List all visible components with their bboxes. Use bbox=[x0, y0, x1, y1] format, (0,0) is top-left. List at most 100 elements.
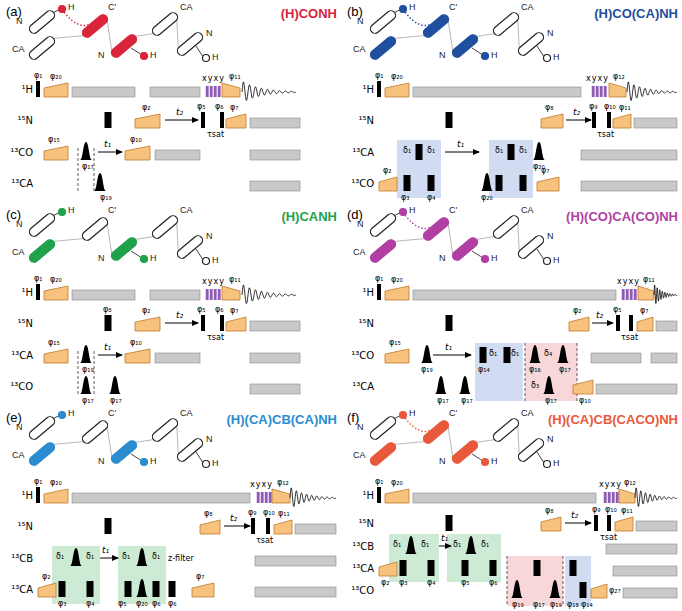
residue-bar bbox=[517, 234, 546, 260]
phase-label: δ₁ bbox=[56, 552, 64, 561]
atom-label: H bbox=[491, 50, 498, 60]
atom-label: C' bbox=[108, 2, 116, 12]
phase-label: φ₁₇ bbox=[82, 162, 94, 171]
decoupling-block bbox=[72, 493, 250, 503]
timing-line bbox=[78, 148, 79, 192]
channel-label: ¹³CO bbox=[10, 381, 33, 392]
phase-label: φ₁₅ bbox=[48, 338, 60, 347]
sequence-title: (H)CONH bbox=[281, 6, 337, 21]
atom-label: N bbox=[206, 28, 213, 38]
xyxy-pulse bbox=[269, 492, 272, 503]
atom-label: H bbox=[491, 253, 498, 263]
pulse-180 bbox=[428, 560, 435, 576]
phase-label: φ₁ bbox=[34, 274, 42, 283]
backbone-link bbox=[477, 34, 495, 37]
phase-label: φ₁₁ bbox=[278, 509, 290, 518]
pulse-180 bbox=[446, 515, 453, 531]
pulse-180 bbox=[504, 347, 511, 363]
residue-bar bbox=[151, 214, 180, 240]
xyxy-pulse bbox=[257, 492, 260, 503]
sequence-title: (H)CO(CA)NH bbox=[594, 6, 678, 21]
cp-ramp bbox=[226, 114, 246, 128]
phase-label: φ₃ bbox=[58, 599, 66, 608]
decoupling-block bbox=[72, 87, 135, 97]
cp-ramp bbox=[38, 583, 56, 597]
cp-ramp bbox=[637, 317, 653, 331]
bond bbox=[196, 452, 203, 462]
cp-ramp bbox=[222, 83, 240, 97]
transfer-block bbox=[447, 534, 501, 582]
atom-label: C' bbox=[108, 205, 116, 215]
residue-bar bbox=[28, 415, 57, 441]
residue-bar bbox=[176, 437, 205, 463]
decoupling-block bbox=[155, 353, 200, 363]
phase-label: φ₁₇ bbox=[461, 396, 473, 405]
decoupling-block bbox=[250, 150, 300, 160]
backbone-link bbox=[107, 16, 113, 55]
pulse-180 bbox=[416, 144, 423, 160]
backbone-link bbox=[136, 237, 154, 240]
phase-label: φ₈ bbox=[545, 103, 553, 112]
phase-label: δ₁ bbox=[403, 146, 411, 155]
atom-label: H bbox=[212, 52, 219, 62]
shaped-pulse bbox=[70, 548, 82, 566]
phase-label: φ₁ bbox=[375, 274, 383, 283]
phase-label: δ₁ bbox=[453, 540, 461, 549]
bond bbox=[472, 454, 482, 460]
shaped-pulse bbox=[459, 376, 471, 394]
evolution-arrow bbox=[439, 546, 451, 547]
atom-label: H bbox=[212, 255, 219, 265]
phase-label: φ₂₇ bbox=[609, 586, 621, 595]
atom-label: C' bbox=[108, 408, 116, 418]
decoupling-block bbox=[606, 544, 677, 554]
transfer-path bbox=[405, 215, 431, 229]
phase-label: φ₁₄ bbox=[478, 365, 490, 374]
cartoon-layer bbox=[28, 6, 551, 468]
channel-label: ¹³CA bbox=[352, 381, 374, 392]
decoupling-block bbox=[591, 353, 641, 363]
sequence-title: (H)CANH bbox=[281, 209, 337, 224]
channel-label: ¹H bbox=[362, 287, 374, 298]
phase-label: φ₂₀ bbox=[391, 275, 403, 284]
phase-label: φ₅ bbox=[613, 305, 621, 314]
phase-label: φ₁₉ bbox=[550, 600, 562, 609]
pulse-90 bbox=[36, 284, 40, 300]
timing-line bbox=[563, 556, 564, 606]
atom-label: H bbox=[68, 2, 75, 12]
cp-ramp bbox=[135, 114, 160, 128]
residue-bar bbox=[422, 419, 451, 445]
pulse-90 bbox=[377, 284, 381, 300]
phase-label: φ₁₀ bbox=[130, 135, 142, 144]
xyxy-pulse bbox=[608, 492, 611, 503]
evolution-arrow bbox=[445, 152, 479, 153]
phase-label: φ₂ bbox=[383, 166, 391, 175]
phase-label: φ₁₇ bbox=[110, 396, 122, 405]
cp-ramp bbox=[573, 380, 593, 394]
pulse-layer bbox=[36, 81, 677, 606]
proton-marker bbox=[544, 55, 551, 62]
pulse-90 bbox=[377, 81, 381, 97]
xyxy-block bbox=[205, 86, 221, 97]
phase-label: φ₁₇ bbox=[82, 396, 94, 405]
phase-label: φ₉ bbox=[248, 508, 256, 517]
atom-label: N bbox=[206, 434, 213, 444]
cp-ramp bbox=[274, 520, 292, 534]
phase-label: φ₄ bbox=[427, 193, 435, 202]
pulse-90 bbox=[36, 81, 40, 97]
cp-ramp bbox=[192, 583, 214, 597]
phase-label: φ₆ bbox=[215, 305, 223, 314]
shaped-pulse bbox=[529, 345, 541, 363]
shaped-pulse bbox=[405, 536, 417, 554]
pulse-180 bbox=[105, 518, 112, 534]
cp-ramp bbox=[591, 584, 607, 598]
residue-bar bbox=[28, 212, 57, 238]
phase-label: φ₇ bbox=[230, 103, 238, 112]
xyxy-pulse bbox=[214, 86, 217, 97]
phase-label: τsat bbox=[207, 333, 224, 342]
backbone-link bbox=[54, 239, 84, 242]
atom-label: CA bbox=[12, 44, 25, 54]
atom-label: CA bbox=[353, 450, 366, 460]
phase-label: φ₂₀ bbox=[136, 599, 148, 608]
phase-label: φ₁₅ bbox=[48, 135, 60, 144]
